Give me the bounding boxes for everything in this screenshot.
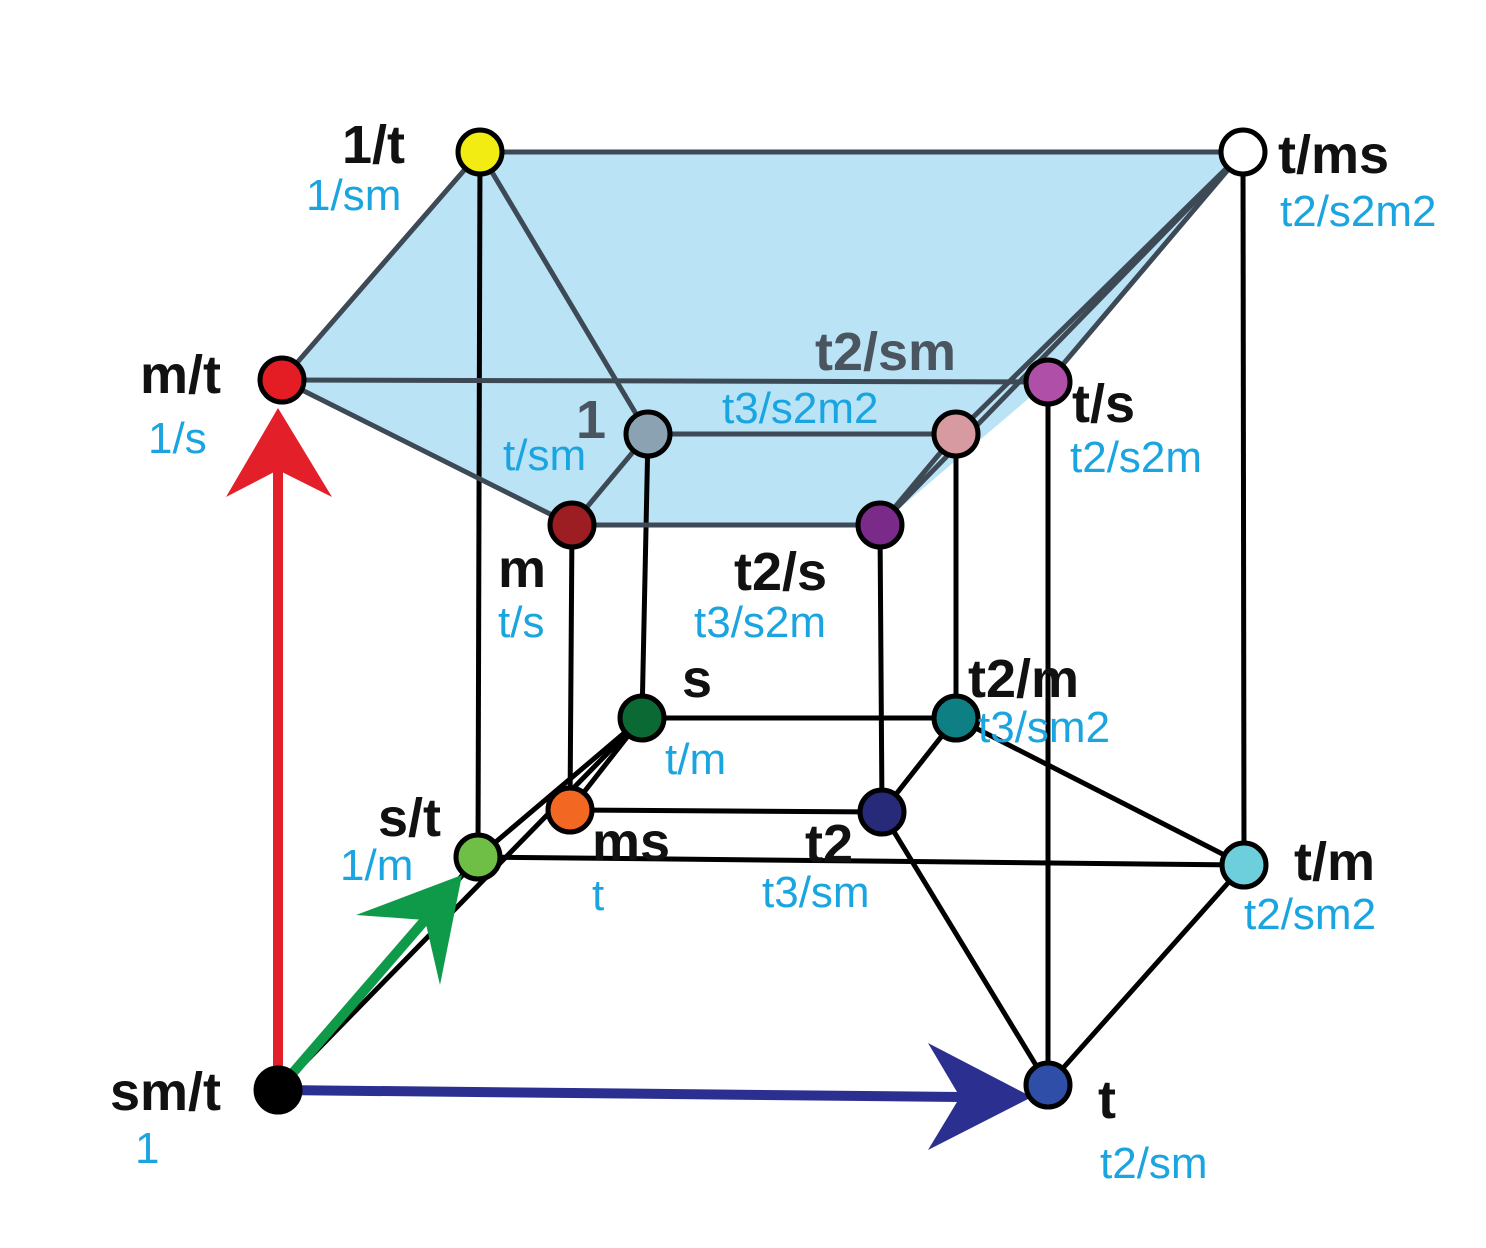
axis-depth-arrow-shaft <box>274 916 429 1094</box>
axis-right-arrow-shaft <box>277 1085 961 1102</box>
node-ms <box>545 785 595 835</box>
edge-origin-s <box>276 716 644 1092</box>
label-tm: t/m <box>1294 832 1375 892</box>
node-ts <box>1023 357 1073 407</box>
axis-right-arrow-head <box>928 1043 1032 1150</box>
node-st <box>453 832 503 882</box>
node-t2m <box>931 693 981 743</box>
node-mt <box>257 355 307 405</box>
node-tms <box>1218 127 1268 177</box>
edge-t2m-tm <box>954 715 1246 868</box>
label-ms: ms <box>592 812 670 872</box>
label-st: s/t <box>378 788 441 848</box>
label-t2: t2 <box>805 814 853 874</box>
edge-st-s <box>476 716 644 859</box>
label-t2m: t2/m <box>968 649 1079 709</box>
axis-up-arrow-head <box>226 408 332 497</box>
node-one <box>623 409 673 459</box>
label-origin: sm/t <box>110 1062 221 1122</box>
edge-tms-t2s <box>878 150 1245 527</box>
sublabel-t2: t3/sm <box>762 868 870 917</box>
edge-one-s <box>639 433 651 719</box>
sublabel-s: t/m <box>665 735 726 784</box>
edge-m-ms <box>567 524 575 811</box>
sublabel-t2s: t3/s2m <box>694 598 826 647</box>
node-t <box>1023 1060 1073 1110</box>
label-s: s <box>682 649 712 709</box>
label-t2sm: t2/sm <box>815 322 956 382</box>
edge-inv_t-one <box>477 150 651 436</box>
label-m: m <box>498 539 546 599</box>
node-inv_t <box>455 127 505 177</box>
axis-depth-arrow-head <box>356 875 462 985</box>
edge-tms-ts <box>1046 150 1245 384</box>
sublabel-origin: 1 <box>135 1124 159 1173</box>
node-t2 <box>857 787 907 837</box>
edge-t2s-t2 <box>877 524 885 813</box>
top-face-plane <box>282 152 1243 525</box>
sublabel-tms: t2/s2m2 <box>1280 187 1437 236</box>
edge-mt-ts <box>281 377 1049 385</box>
edge-t2-t <box>879 810 1051 1087</box>
label-tms: t/ms <box>1278 125 1389 185</box>
sublabel-ts: t2/s2m <box>1070 433 1202 482</box>
sublabel-t2sm: t3/s2m2 <box>722 384 879 433</box>
sublabel-ms: t <box>592 871 604 920</box>
sublabel-m: t/s <box>498 598 544 647</box>
sublabel-st: 1/m <box>340 841 413 890</box>
sublabel-mt: 1/s <box>148 414 207 463</box>
node-labels: sm/t 1 t t2/sm m/t 1/s 1/t 1/sm t/ms t2/… <box>110 115 1437 1188</box>
node-tm <box>1219 840 1269 890</box>
edge-tms-tm <box>1240 151 1247 866</box>
edge-mt-m <box>280 377 574 528</box>
sublabel-t2m: t3/sm2 <box>978 703 1110 752</box>
top-face-edges <box>280 149 1245 528</box>
axis-arrows <box>226 408 1032 1150</box>
nodes <box>253 127 1269 1115</box>
label-mt: m/t <box>140 345 221 405</box>
label-ts: t/s <box>1072 374 1135 434</box>
edge-mt-inv_t <box>280 150 482 382</box>
sublabel-one: t/sm <box>503 431 586 480</box>
edge-ms-t2 <box>569 807 883 815</box>
node-m <box>547 500 597 550</box>
label-t: t <box>1098 1070 1116 1130</box>
sublabel-inv_t: 1/sm <box>306 171 401 220</box>
node-t2s <box>855 500 905 550</box>
label-one: 1 <box>576 390 606 450</box>
label-inv_t: 1/t <box>342 115 405 175</box>
sublabel-tm: t2/sm2 <box>1244 890 1376 939</box>
sublabel-t: t2/sm <box>1100 1139 1208 1188</box>
edge-inv_t-st <box>475 151 483 858</box>
edge-tm-t <box>1046 863 1246 1087</box>
label-t2s: t2/s <box>734 542 827 602</box>
edge-st-tm <box>477 854 1245 868</box>
node-t2sm <box>931 409 981 459</box>
node-origin <box>253 1065 303 1115</box>
node-s <box>617 693 667 743</box>
